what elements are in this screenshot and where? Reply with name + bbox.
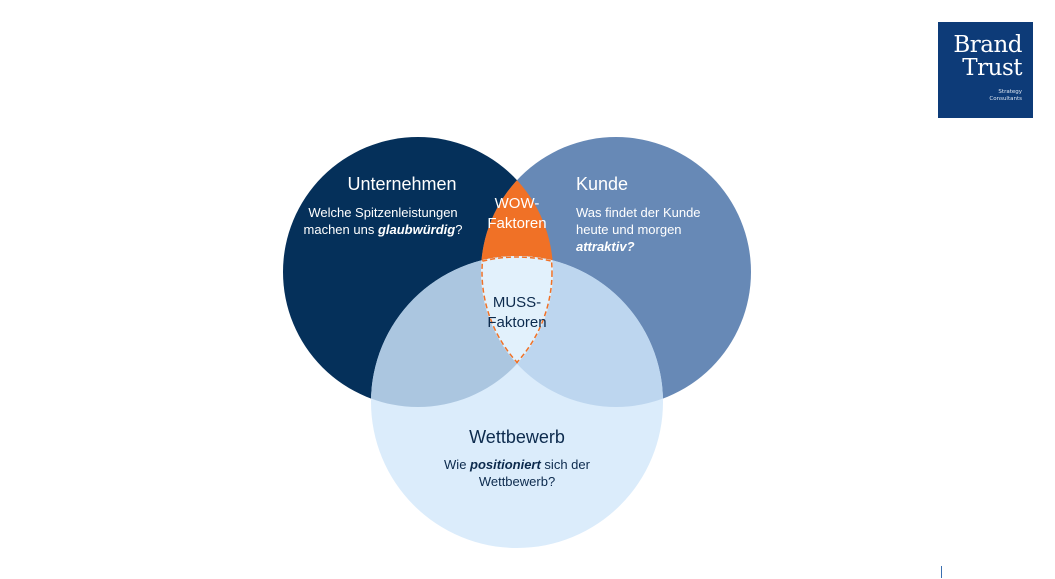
unternehmen-title: Unternehmen bbox=[347, 174, 456, 194]
muss-factors-label: MUSS-Faktoren bbox=[487, 294, 546, 331]
muss-outline-right bbox=[481, 256, 553, 407]
muss-outline-left bbox=[481, 256, 553, 407]
brand-trust-logo: Brand Trust Strategy Consultants bbox=[938, 22, 1033, 118]
logo-text-brand: Brand bbox=[953, 32, 1022, 58]
kunde-title: Kunde bbox=[576, 174, 628, 194]
page-marker bbox=[941, 566, 942, 578]
wettbewerb-title: Wettbewerb bbox=[469, 427, 565, 447]
muss-outline-top bbox=[481, 256, 553, 407]
wow-factors-label: WOW-Faktoren bbox=[487, 195, 546, 232]
logo-text-trust: Trust bbox=[962, 55, 1022, 81]
logo-subtitle-strategy: Strategy bbox=[998, 89, 1022, 95]
logo-subtitle-consultants: Consultants bbox=[989, 96, 1022, 102]
